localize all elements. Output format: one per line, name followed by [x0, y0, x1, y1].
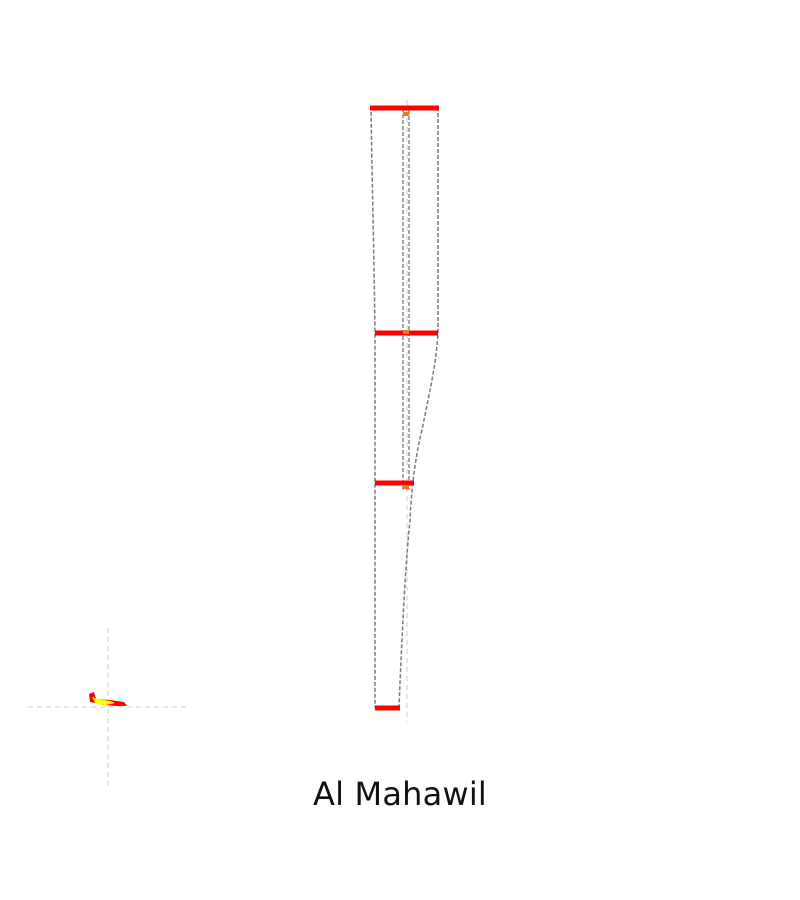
- locator-shape-yellow: [92, 697, 115, 705]
- diagram-title: Al Mahawil: [312, 775, 487, 813]
- node-marker-3: [403, 485, 409, 489]
- profile-outline: [370, 107, 439, 708]
- node-marker-2: [403, 330, 409, 334]
- inner-channel-outline: [402, 109, 410, 490]
- locator-inset: [28, 628, 188, 787]
- node-marker-1: [403, 112, 409, 116]
